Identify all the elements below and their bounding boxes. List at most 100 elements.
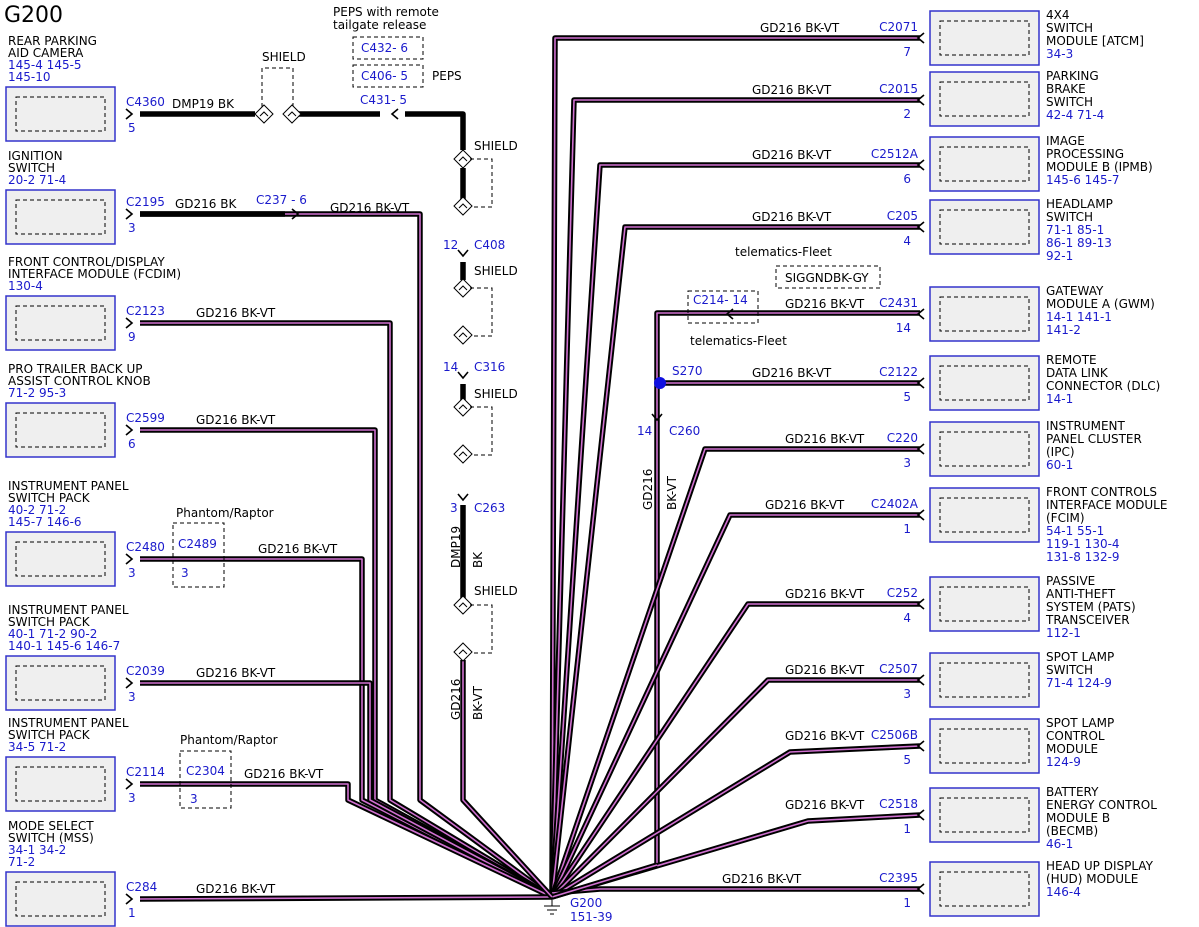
right-module-0-pin: 7 xyxy=(903,45,911,59)
left-module-4-name: SWITCH PACK xyxy=(8,491,91,505)
left-module-6-name: SWITCH PACK xyxy=(8,728,91,742)
right-module-4-box-inner xyxy=(939,296,1030,332)
shield-label: SHIELD xyxy=(474,264,518,278)
right-module-8-arrow xyxy=(916,598,925,610)
phantom-label: Phantom/Raptor xyxy=(180,733,278,747)
peps-c432: C432- 6 xyxy=(361,41,408,55)
wire-right-6-stripe xyxy=(551,448,920,898)
right-module-9-box-inner xyxy=(939,662,1030,698)
peps-c406-box xyxy=(352,64,424,88)
shield-diamond xyxy=(453,196,473,216)
right-module-5-name: DATA LINK xyxy=(1046,366,1109,380)
connector-c263: C263 xyxy=(474,501,505,515)
right-module-8-box-inner xyxy=(939,586,1030,622)
pin-c260: 14 xyxy=(637,424,652,438)
wire-left-4-stripe xyxy=(140,558,553,898)
right-module-9-connector: C2507 xyxy=(879,662,918,676)
right-module-7-ref: 131-8 132-9 xyxy=(1046,550,1120,564)
left-module-1-name: IGNITION xyxy=(8,149,63,163)
left-module-0-pin: 5 xyxy=(128,121,136,135)
left-module-2-name: INTERFACE MODULE (FCDIM) xyxy=(8,267,181,281)
shield-diamond xyxy=(453,642,473,662)
right-module-9-box xyxy=(929,652,1040,708)
wire-left-7-stripe xyxy=(139,896,553,900)
right-module-6-name: (IPC) xyxy=(1046,445,1075,459)
left-module-4-wire-label: GD216 BK-VT xyxy=(258,542,338,556)
shield-diamond xyxy=(453,149,473,169)
right-module-9-arrow xyxy=(916,674,925,686)
left-module-2-ref: 130-4 xyxy=(8,279,43,293)
telematics-label: telematics-Fleet xyxy=(690,334,787,348)
right-module-3-wire-label: GD216 BK-VT xyxy=(752,210,832,224)
right-module-10-pin: 5 xyxy=(903,753,911,767)
arrow-c260 xyxy=(651,413,663,422)
right-module-4-name: MODULE A (GWM) xyxy=(1046,297,1155,311)
left-module-7-box xyxy=(5,871,116,927)
pin-c263: 3 xyxy=(450,501,458,515)
left-module-3-name: PRO TRAILER BACK UP xyxy=(8,362,143,376)
right-module-2-connector: C2512A xyxy=(871,147,919,161)
right-module-2-ref: 145-6 145-7 xyxy=(1046,173,1120,187)
right-module-5-name: CONNECTOR (DLC) xyxy=(1046,379,1160,393)
right-module-8-wire-label: GD216 BK-VT xyxy=(785,587,865,601)
right-module-12-wire-label: GD216 BK-VT xyxy=(722,872,802,886)
left-module-3-wire-label: GD216 BK-VT xyxy=(196,413,276,427)
right-module-12-box xyxy=(929,861,1040,917)
left-module-5-ref: 140-1 145-6 146-7 xyxy=(8,639,120,653)
wire-label-vertical: GD216 xyxy=(641,469,655,510)
right-module-0-name: 4X4 xyxy=(1046,8,1070,22)
right-module-1-connector: C2015 xyxy=(879,82,918,96)
right-module-2-box xyxy=(929,136,1040,192)
right-module-5-name: REMOTE xyxy=(1046,353,1097,367)
right-module-11-name: ENERGY CONTROL xyxy=(1046,798,1157,812)
left-module-5-box-inner xyxy=(15,665,106,701)
left-module-1-pin: 3 xyxy=(128,221,136,235)
left-module-4-name: INSTRUMENT PANEL xyxy=(8,479,129,493)
wire-right-4-stripe xyxy=(656,312,920,865)
right-module-7-pin: 1 xyxy=(903,522,911,536)
wire-label-vertical: BK-VT xyxy=(665,475,679,510)
phantom-box xyxy=(179,750,232,809)
wire-label-vertical: DMP19 xyxy=(449,526,463,568)
right-module-6-ref: 60-1 xyxy=(1046,458,1073,472)
left-module-3-box xyxy=(5,402,116,458)
arrow-c237 xyxy=(291,208,300,220)
right-module-8-connector: C252 xyxy=(887,586,918,600)
right-module-5-arrow xyxy=(916,377,925,389)
diagram-title: G200 xyxy=(4,3,63,28)
left-module-4-box-inner xyxy=(15,541,106,577)
right-module-9-wire-label: GD216 BK-VT xyxy=(785,663,865,677)
shield-label: SHIELD xyxy=(474,139,518,153)
right-module-5-ref: 14-1 xyxy=(1046,392,1073,406)
right-module-1-name: BRAKE xyxy=(1046,82,1086,96)
left-module-0-box xyxy=(5,86,116,142)
right-module-4-arrow xyxy=(916,308,925,320)
shield-diamond-mark xyxy=(458,285,468,291)
right-module-1-ref: 42-4 71-4 xyxy=(1046,108,1104,122)
shield-outline xyxy=(470,287,493,337)
arrow-c408 xyxy=(457,249,469,258)
shield-diamond-mark xyxy=(259,111,269,117)
right-module-4-box xyxy=(929,286,1040,342)
left-module-4-connector: C2480 xyxy=(126,540,165,554)
right-module-6-pin: 3 xyxy=(903,456,911,470)
right-module-3-box xyxy=(929,199,1040,255)
right-module-6-arrow xyxy=(916,443,925,455)
wire-right-3-stripe xyxy=(551,226,920,898)
telematics-label: telematics-Fleet xyxy=(735,245,832,259)
wire-right-2-stripe xyxy=(551,164,920,898)
right-module-9-name: SWITCH xyxy=(1046,663,1093,677)
left-module-4-arrow xyxy=(125,553,134,565)
right-module-4-ref: 14-1 141-1 xyxy=(1046,310,1112,324)
shield-label: SHIELD xyxy=(474,387,518,401)
siggnd-label: SIGGNDBK-GY xyxy=(785,271,869,285)
left-module-2-connector: C2123 xyxy=(126,304,165,318)
right-module-12-arrow xyxy=(916,883,925,895)
left-module-1-name: SWITCH xyxy=(8,161,55,175)
left-module-2-wire-label: GD216 BK-VT xyxy=(196,306,276,320)
right-module-11-name: BATTERY xyxy=(1046,785,1099,799)
pin-c408: 12 xyxy=(443,238,458,252)
shield-diamond-mark xyxy=(458,156,468,162)
right-module-7-wire-label: GD216 BK-VT xyxy=(765,498,845,512)
